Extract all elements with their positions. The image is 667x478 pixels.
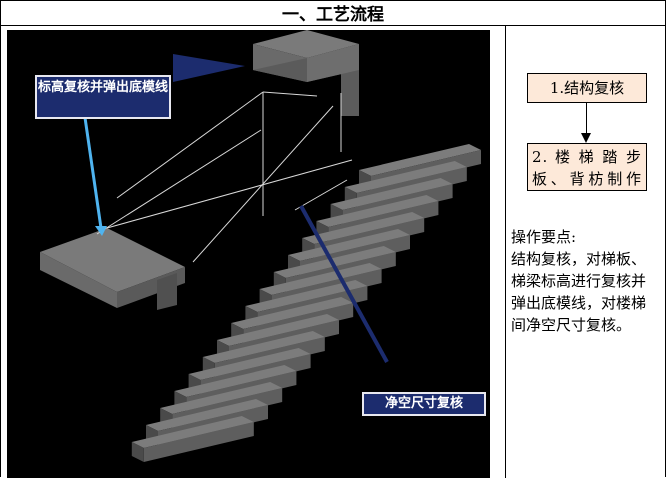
flow-step-2: 2. 楼 梯 踏 步 板、背枋制作 [527, 143, 647, 191]
stair-tread [188, 348, 311, 380]
operation-notes: 操作要点: 结构复核，对梯板、梯梁标高进行复核并弹出底模线，对楼梯间净空尺寸复核… [511, 226, 659, 336]
callout-clearance: 净空尺寸复核 [362, 392, 486, 416]
lower-landing [40, 228, 185, 310]
stair-tread [174, 365, 297, 397]
callout-elevation-pointer [173, 54, 245, 82]
stair-tread [245, 280, 368, 312]
stair-tread [217, 314, 339, 346]
stair-tread [359, 144, 481, 176]
stair-tread [160, 382, 283, 414]
stair-side [131, 442, 144, 462]
stair-tread [202, 331, 325, 363]
flow-step-1: 1.结构复核 [527, 73, 647, 103]
stair-tread [330, 178, 453, 210]
stair-tread [131, 416, 254, 448]
upper-landing [253, 30, 359, 116]
section-title: 一、工艺流程 [0, 0, 666, 26]
notes-heading: 操作要点: [511, 228, 577, 246]
stair-tread [259, 263, 382, 295]
staircase-drawing [40, 30, 481, 462]
flow-arrow-line [586, 103, 587, 135]
callout-elevation: 标高复核并弹出底模线 [35, 75, 171, 119]
stair-tread [146, 399, 268, 431]
callout-clearance-leader [299, 205, 389, 363]
column-divider [505, 26, 506, 478]
stair-flight [131, 144, 481, 462]
stair-tread [273, 246, 396, 278]
notes-body: 结构复核，对梯板、梯梁标高进行复核并弹出底模线，对楼梯间净空尺寸复核。 [511, 250, 647, 334]
dimension-lines [96, 91, 353, 263]
stair-tread [316, 195, 439, 227]
stair-tread [231, 297, 354, 329]
stair-tread [302, 212, 425, 244]
callout-elevation-arrowhead [95, 226, 107, 236]
stair-tread [344, 161, 467, 193]
staircase-illustration: 标高复核并弹出底模线 净空尺寸复核 [7, 30, 490, 478]
stair-tread [288, 229, 410, 261]
stair-riser [143, 422, 254, 462]
flow-arrow-down-icon [581, 133, 591, 143]
